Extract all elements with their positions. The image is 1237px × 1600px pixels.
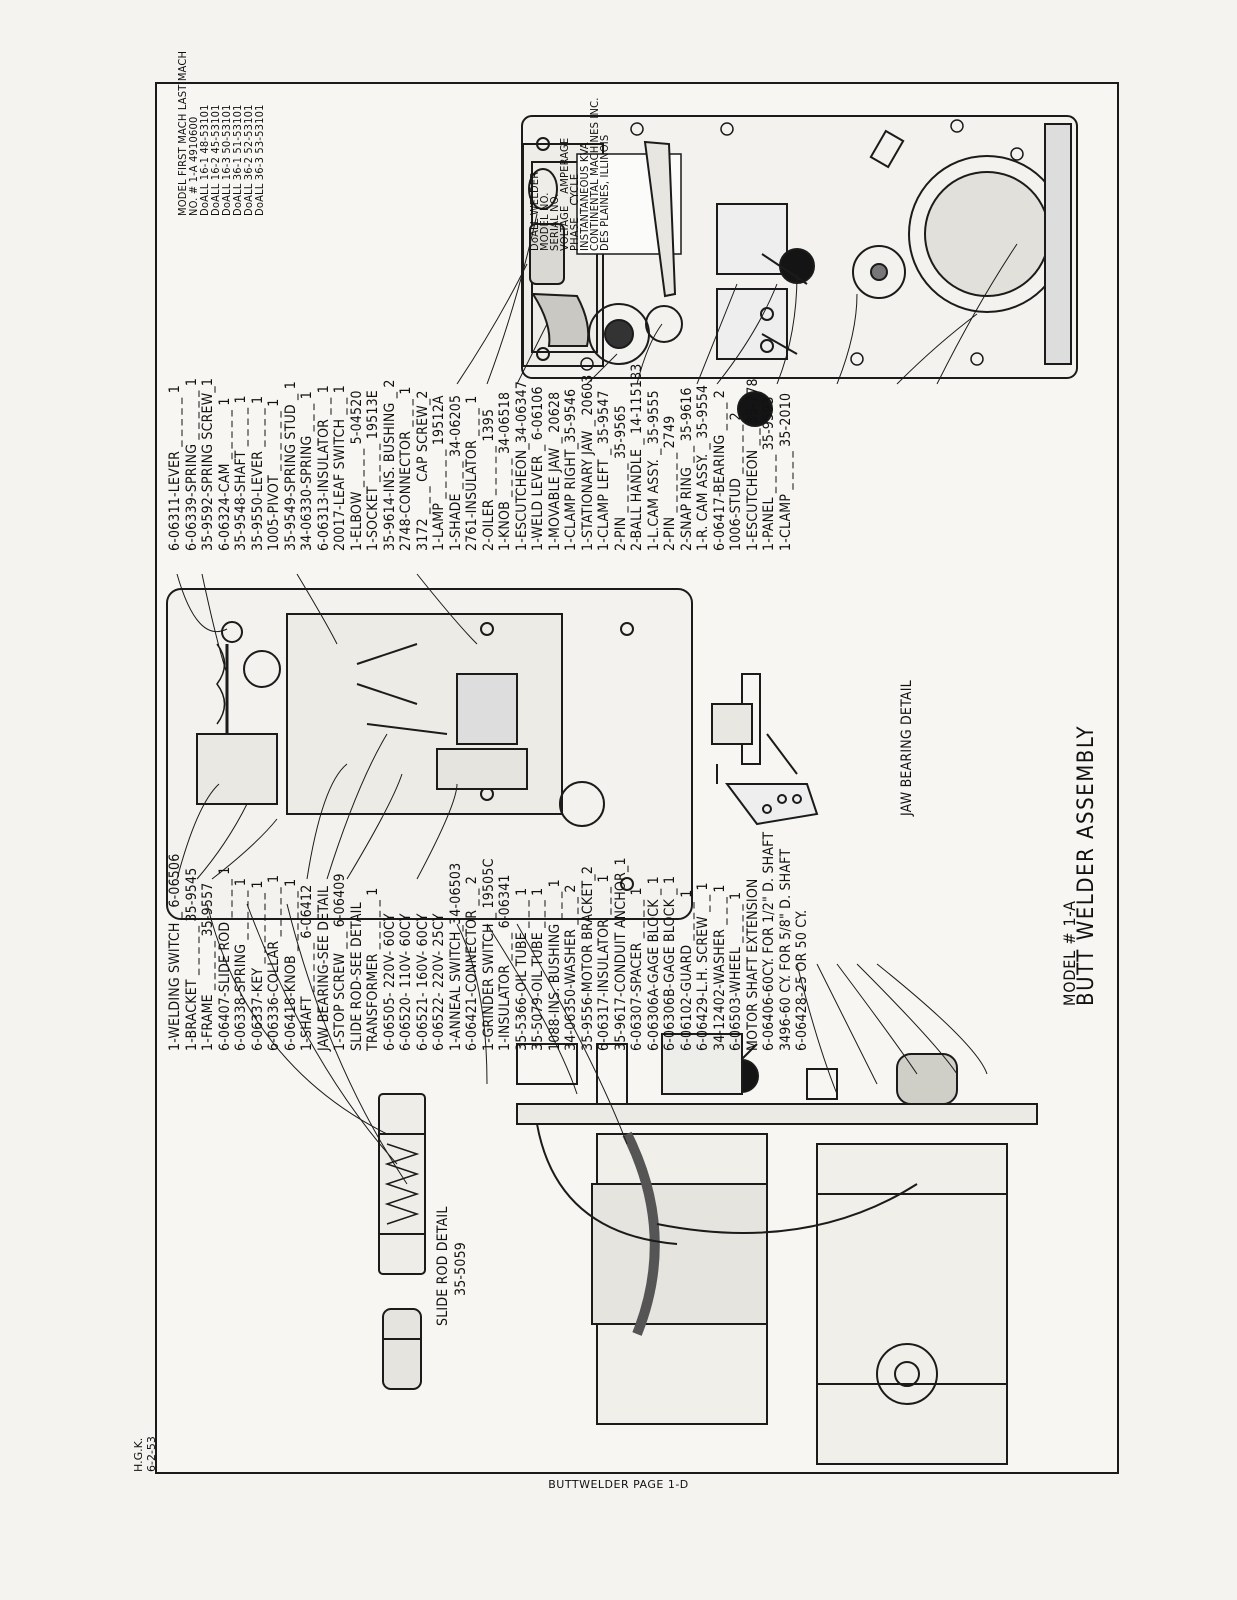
parts-list-left-item: TRANSFORMER _ _ _ _ _ 1 (365, 887, 381, 1051)
drawing-sheet: MODEL FIRST MACH LAST MACH NO. # 1-A 491… (155, 51, 1121, 1476)
parts-list-left-item: 6-06421-CONNECTOR _ _ 2 (464, 875, 480, 1051)
parts-list-right-item: 2748-CONNECTOR _ _ _ 1 (398, 386, 414, 551)
parts-list-right-item: 6-06313-INSULATOR _ _ 1 (315, 385, 332, 551)
parts-list-left-item: 6-06428-25 OR 50 CY. (794, 909, 810, 1051)
signature-date: 6-2-53 (145, 1436, 158, 1472)
parts-list-left-item: 6-06336-COLLAR _ _ _ _ _ 1 (266, 874, 282, 1051)
inner-assembly (166, 588, 693, 920)
parts-list-left-item: 6-06407-SLIDE ROD _ _ _ _ 1 (216, 866, 233, 1052)
parts-list-right-item: 20017-LEAF SWITCH _ _ 1 (332, 385, 348, 551)
parts-list-right-item: 35-9550-LEVER _ _ _ _ 1 (249, 395, 266, 551)
parts-list-right-item: 1005-PIVOT _ _ _ _ _ _ 1 (266, 398, 282, 551)
parts-list-right-item: 35-9614-INS. BUSHING _ 2 (381, 379, 398, 551)
signature-block: H.G.K. 6-2-53 (132, 1432, 172, 1472)
parts-list-right-item: 1-CLAMP LEFT _ 35-9547 (596, 390, 612, 551)
parts-list-right-item: 1-PANEL _ _ _ _ 35-9593 (761, 396, 777, 551)
parts-list-left-item: MOTOR SHAFT EXTENSION (744, 878, 761, 1051)
parts-list-right-item: 6-06417-BEARING _ _ _ 2 (711, 389, 728, 551)
parts-list-right-item: 2-SNAP RING _ _ 35-9616 (678, 387, 695, 551)
parts-list-left-item: 35-9617-CONDUIT ANCHOR_1 (612, 857, 629, 1051)
parts-list-left-item: 6-06338-SPRING _ _ _ _ _ 1 (233, 877, 249, 1051)
parts-list-left-item: 1088-INS. BUSHING _ _ _ 1 (546, 879, 563, 1051)
parts-list-left-item: 1-STOP SCREW _ _ 6-06409 (332, 873, 348, 1051)
ball-handle-left[interactable] (737, 391, 773, 427)
line-art (166, 115, 1078, 1465)
parts-list-right-item: 6-06339-SPRING _ _ _ _ _ 1 (183, 377, 200, 551)
parts-list-left-item: 6-06429-L.H. SCREW _ _ 1 (695, 882, 711, 1051)
control-panel (521, 115, 1078, 427)
parts-list-right-item: 1-ESCUTCHEON _ _ 35-778 (744, 378, 761, 551)
parts-list-left-item: 1-FRAME _ _ _ _ _ 35-9557 (200, 882, 216, 1051)
parts-list-left-item: JAW BEARING-SEE DETAIL (315, 885, 332, 1051)
jaw-bearing-drawing (711, 673, 819, 826)
parts-list-left-item: 35-5079-OIL TUBE _ _ _ 1 (530, 887, 546, 1051)
side-assembly (516, 1033, 1038, 1465)
parts-list-left-item: 6-06522- 220V- 25CY (431, 913, 447, 1051)
parts-list-right-item: 1-SHADE _ _ _ 34-06205 (447, 394, 464, 551)
parts-list-right-item: 1-ESCUTCHEON_34-06347 (513, 380, 530, 551)
parts-list-left-item: 6-06520- 110V- 60CY (398, 913, 414, 1051)
parts-list-right-item: 2-PIN _ _ _ _ _ _ 2749 (662, 415, 678, 552)
parts-list-right-item: 1-CLAMP _ _ _ _ 35-2010 (777, 392, 794, 551)
parts-list-left-item: 6-06306B-GAGE BLOCK _ 1 (662, 875, 678, 1051)
parts-list-left-item: 35-5366-OIL TUBE _ _ _ 1 (513, 887, 530, 1051)
parts-list-right-item: 2-OILER _ _ _ _ _ 1395 (480, 408, 497, 551)
parts-list-left-item: 1-SHAFT _ _ _ _ _ 6-06412 (299, 884, 315, 1051)
parts-list-right-item: 1-L.CAM ASSY. _ 35-9555 (645, 390, 662, 551)
parts-list-right-item: 2-PIN _ _ _ _ _ 35-9565 (612, 405, 629, 551)
parts-list-right-item: 1-STATIONARY JAW _ 20603 (579, 374, 596, 552)
parts-list-left-item: 1-INSULATOR _ _ _ 6-06341 (497, 874, 513, 1051)
parts-list-right-item: 6-06324-CAM _ _ _ _ _ 1 (216, 397, 233, 551)
parts-list-right-item: 35-9549-SPRING STUD _ 1 (282, 381, 299, 551)
parts-list-right-item: 1-WELD LEVER _ 6-06106 (530, 386, 546, 551)
parts-list-left-item: 1-WELDING SWITCH _ 6-06506 (167, 853, 183, 1051)
page-title: BUTT WELDER ASSEMBLY (1074, 724, 1099, 1006)
parts-list-left-item: 34-06350-WASHER _ _ _ 2 (563, 884, 579, 1051)
parts-list-left-item: 6-06306A-GAGE BLOCK _ 1 (645, 876, 662, 1051)
parts-list-left-item: 1-GRINDER SWITCH _ 19505C (480, 858, 497, 1051)
nameplate-line: DES PLAINES, ILLINOIS (598, 134, 611, 251)
parts-list-right-item: 1-R. CAM ASSY. _ 35-9554 (695, 384, 711, 551)
parts-list-left-item: 1-ANNEAL SWITCH_34-06503 (447, 862, 464, 1051)
parts-list-left-item: 3496-60 CY. FOR 5/8" D. SHAFT (777, 848, 794, 1051)
parts-list-left-item: 6-06418-KNOB _ _ _ _ _ _ 1 (282, 878, 299, 1051)
parts-list-right-item: 1006-STUD _ _ _ _ _ 2 (728, 412, 744, 551)
parts-list-left-item: 6-06317-INSULATOR _ _ _ 1 (596, 874, 612, 1051)
parts-list-right-item: 35-9548-SHAFT _ _ _ _ 1 (233, 395, 249, 551)
parts-list-left-item: 6-06521- 160V- 60CY (414, 913, 431, 1051)
parts-list-left-item: 35-9556-MOTOR BRACKET_2 (579, 865, 596, 1051)
parts-list-left-item: 6-06503-WHEEL _ _ _ _ 1 (728, 891, 744, 1051)
jaw-bearing-detail-label: JAW BEARING DETAIL (899, 680, 915, 816)
parts-list-right-item: 1-SOCKET _ _ _ _ 19513E (365, 390, 381, 551)
parts-list-right-item: 1-KNOB _ _ _ _ 34-06518 (497, 391, 513, 551)
parts-list-left-item: 6-06505- 220V- 60CY (381, 913, 398, 1051)
parts-list-right-item: 1-ELBOW _ _ _ _ 5-04520 (348, 390, 365, 551)
slide-rod-part-number: 35-5059 (453, 1241, 469, 1296)
parts-list-right-item: 34-06330-SPRING _ _ _ 1 (299, 391, 315, 551)
parts-list-left-item: 6-06102-GUARD _ _ _ _ 1 (678, 889, 695, 1051)
parts-list-left-item: SLIDE ROD-SEE DETAIL (348, 902, 365, 1051)
model-table-row: DoALL 36-3 53-53101 (253, 104, 266, 216)
parts-list-right-item: 1-MOVABLE JAW _ 20628 (546, 391, 563, 551)
parts-list-right-item: 35-9592-SPRING SCREW_1 (200, 377, 216, 551)
parts-list-left-item: 34-12402-WASHER _ _ _ 1 (711, 884, 728, 1051)
slide-rod-detail-label: SLIDE ROD DETAIL (435, 1206, 451, 1326)
slide-rod-drawing (378, 1093, 426, 1390)
rotated-text-layer: MODEL FIRST MACH LAST MACH NO. # 1-A 491… (157, 51, 1121, 1476)
parts-list-right-item: 2-BALL HANDLE _ 14-115183 (629, 363, 645, 551)
parts-list-right-item: 1-CLAMP RIGHT_35-9546 (563, 388, 579, 551)
parts-list-right-item: 1-LAMP _ _ _ _ _ 19512A (431, 395, 447, 551)
page-footer: BUTTWELDER PAGE 1-D (548, 1478, 689, 1491)
parts-list-left-item: 6-06337-KEY _ _ _ _ _ _ _ 1 (249, 880, 266, 1051)
parts-list-right-item: 2761-INSULATOR _ _ _ 1 (464, 395, 480, 551)
parts-list-right-item: 6-06311-LEVER _ _ _ _ _ 1 (167, 385, 183, 551)
parts-list-left-item: 1-BRACKET _ _ _ _ _ 35-9545 (183, 867, 200, 1051)
leader-lines (176, 213, 1018, 1185)
anneal-escutcheon (852, 245, 906, 299)
parts-list-left-item: 6-06307-SPACER _ _ _ _ 1 (629, 887, 645, 1051)
parts-list-right-item: 3172 _ _ _ CAP SCREW_2 (414, 390, 431, 551)
initials: H.G.K. (132, 1437, 145, 1472)
parts-list-left-item: 6-06406-60CY. FOR 1/2" D. SHAFT (761, 831, 777, 1051)
